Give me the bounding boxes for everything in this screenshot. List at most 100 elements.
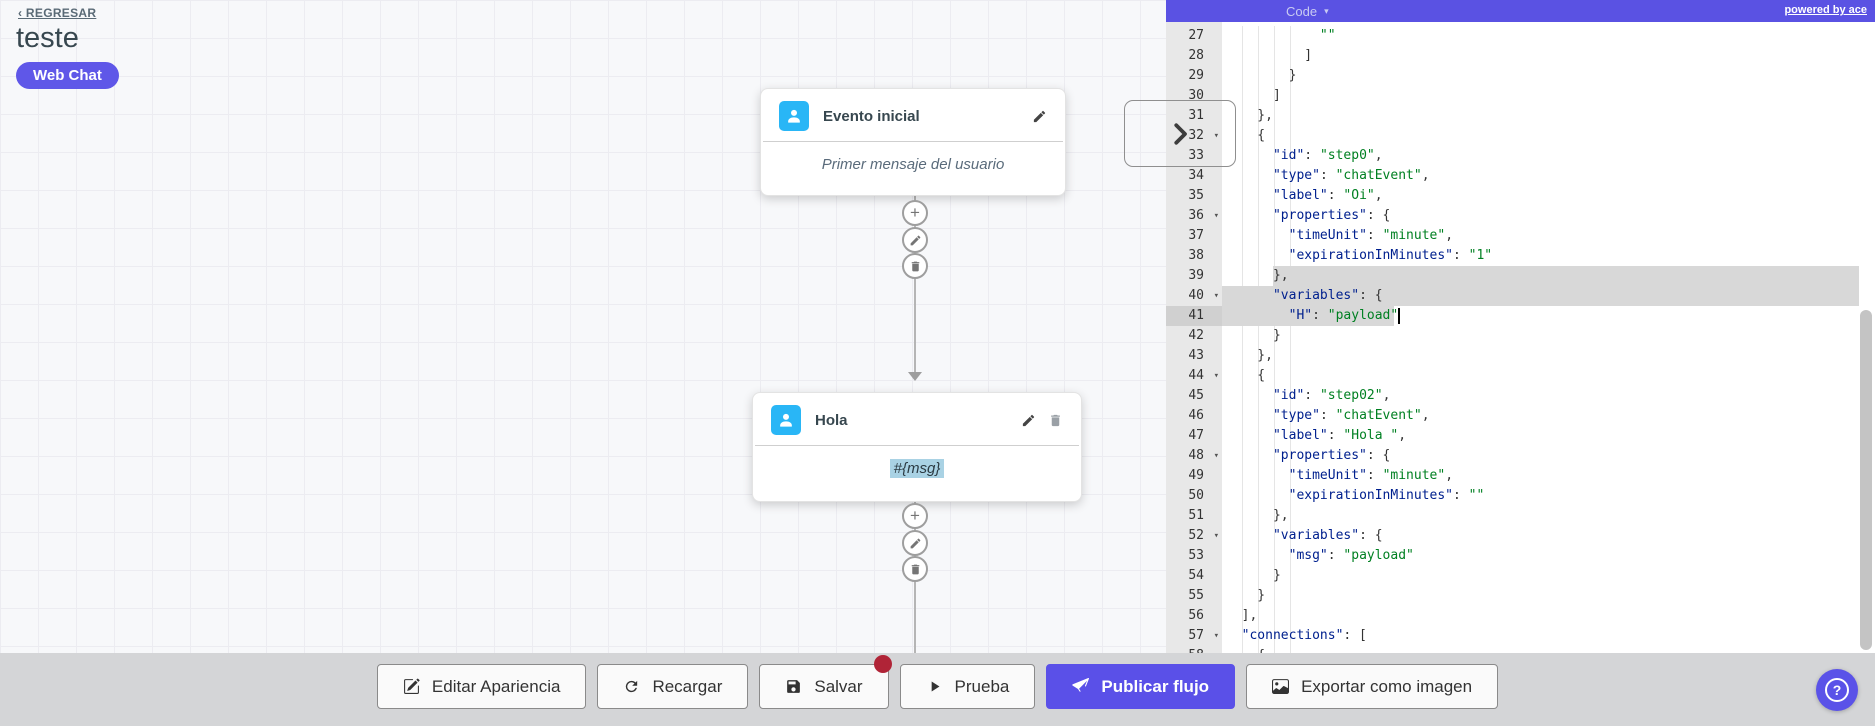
code-line-53[interactable]: 53 "msg": "payload"	[1166, 546, 1875, 566]
code-line-41[interactable]: 41 "H": "payload"	[1166, 306, 1875, 326]
publish-flow-button[interactable]: Publicar flujo	[1046, 664, 1236, 709]
code-line-50[interactable]: 50 "expirationInMinutes": ""	[1166, 486, 1875, 506]
code-line-51[interactable]: 51 },	[1166, 506, 1875, 526]
powered-by-ace-link[interactable]: powered by ace	[1784, 4, 1867, 16]
code-line-30[interactable]: 30 ]	[1166, 86, 1875, 106]
gutter-line-51: 51	[1188, 508, 1204, 523]
pencil-icon	[910, 235, 920, 245]
gutter-line-39: 39	[1188, 268, 1204, 283]
connector-arrow-icon	[908, 372, 922, 381]
code-line-32[interactable]: 32▾ {	[1166, 126, 1875, 146]
code-line-52[interactable]: 52▾ "variables": {	[1166, 526, 1875, 546]
edit-node-icon[interactable]	[1032, 109, 1047, 124]
edit-connection-button[interactable]	[902, 227, 928, 253]
code-line-33[interactable]: 33 "id": "step0",	[1166, 146, 1875, 166]
code-line-34[interactable]: 34 "type": "chatEvent",	[1166, 166, 1875, 186]
node-body-text: #{msg}	[753, 446, 1081, 491]
caret-down-icon: ▾	[1324, 5, 1329, 16]
edit-node-icon[interactable]	[1021, 413, 1036, 428]
test-button[interactable]: Prueba	[899, 664, 1036, 709]
add-step-button[interactable]: +	[902, 503, 928, 529]
help-button[interactable]: ?	[1816, 669, 1858, 711]
code-line-46[interactable]: 46 "type": "chatEvent",	[1166, 406, 1875, 426]
chevron-right-icon	[1174, 122, 1187, 145]
gutter-line-55: 55	[1188, 588, 1204, 603]
button-label: Salvar	[814, 676, 863, 696]
unsaved-changes-badge	[873, 655, 892, 673]
code-line-31[interactable]: 31 },	[1166, 106, 1875, 126]
editor-content[interactable]: 27 ""28 ]29 }30 ]31 },32▾ {33 "id": "ste…	[1166, 26, 1875, 666]
gutter-line-38: 38	[1188, 248, 1204, 263]
code-line-48[interactable]: 48▾ "properties": {	[1166, 446, 1875, 466]
reload-button[interactable]: Recargar	[597, 664, 749, 709]
gutter-line-37: 37	[1188, 228, 1204, 243]
gutter-line-41: 41	[1166, 306, 1222, 326]
gutter-line-34: 34	[1188, 168, 1204, 183]
person-icon	[771, 405, 801, 435]
channel-badge: Web Chat	[16, 62, 119, 89]
person-icon	[779, 101, 809, 131]
collapse-panel-button[interactable]	[1124, 100, 1236, 167]
pencil-icon	[910, 538, 920, 548]
code-line-35[interactable]: 35 "label": "Oi",	[1166, 186, 1875, 206]
save-button[interactable]: Salvar	[759, 655, 892, 709]
code-line-36[interactable]: 36▾ "properties": {	[1166, 206, 1875, 226]
fold-toggle-icon[interactable]: ▾	[1213, 451, 1219, 461]
code-line-44[interactable]: 44▾ {	[1166, 366, 1875, 386]
play-icon	[926, 678, 943, 695]
node-title: Hola	[815, 411, 848, 429]
flow-title: teste	[16, 22, 79, 54]
button-label: Exportar como imagen	[1301, 676, 1473, 696]
delete-connection-button[interactable]	[902, 556, 928, 582]
flow-node-hola[interactable]: Hola #{msg}	[752, 392, 1082, 502]
fold-toggle-icon[interactable]: ▾	[1213, 631, 1219, 641]
code-mode-dropdown[interactable]: Code ▾	[1286, 0, 1329, 22]
export-image-button[interactable]: Exportar como imagen	[1246, 664, 1499, 709]
refresh-icon	[623, 678, 640, 695]
code-line-55[interactable]: 55 }	[1166, 586, 1875, 606]
message-variable: #{msg}	[889, 459, 945, 478]
editor-scrollbar[interactable]	[1860, 310, 1872, 650]
fold-toggle-icon[interactable]: ▾	[1213, 371, 1219, 381]
edit-connection-button[interactable]	[902, 530, 928, 556]
delete-connection-button[interactable]	[902, 253, 928, 279]
code-line-43[interactable]: 43 },	[1166, 346, 1875, 366]
flow-node-evento-inicial[interactable]: Evento inicial Primer mensaje del usuari…	[760, 88, 1066, 196]
gutter-line-42: 42	[1188, 328, 1204, 343]
code-line-54[interactable]: 54 }	[1166, 566, 1875, 586]
fold-toggle-icon[interactable]: ▾	[1213, 131, 1219, 141]
code-editor-panel[interactable]: Code ▾ powered by ace 27 ""28 ]29 }30 ]3…	[1166, 0, 1875, 666]
button-label: Recargar	[652, 676, 723, 696]
gutter-line-35: 35	[1188, 188, 1204, 203]
delete-node-icon[interactable]	[1048, 413, 1063, 428]
node-body-text: Primer mensaje del usuario	[821, 156, 1005, 173]
code-panel-header: Code ▾ powered by ace	[1166, 0, 1875, 22]
fold-toggle-icon[interactable]: ▾	[1213, 211, 1219, 221]
code-line-37[interactable]: 37 "timeUnit": "minute",	[1166, 226, 1875, 246]
image-icon	[1272, 678, 1290, 695]
edit-appearance-button[interactable]: Editar Apariencia	[376, 664, 587, 709]
code-line-28[interactable]: 28 ]	[1166, 46, 1875, 66]
code-line-27[interactable]: 27 ""	[1166, 26, 1875, 46]
code-line-57[interactable]: 57▾ "connections": [	[1166, 626, 1875, 646]
code-line-47[interactable]: 47 "label": "Hola ",	[1166, 426, 1875, 446]
text-cursor	[1398, 308, 1401, 324]
back-link[interactable]: ‹ REGRESAR	[18, 6, 97, 20]
code-line-38[interactable]: 38 "expirationInMinutes": "1"	[1166, 246, 1875, 266]
gutter-line-50: 50	[1188, 488, 1204, 503]
fold-toggle-icon[interactable]: ▾	[1213, 531, 1219, 541]
text-selection	[1222, 306, 1395, 326]
code-line-45[interactable]: 45 "id": "step02",	[1166, 386, 1875, 406]
code-line-56[interactable]: 56 ],	[1166, 606, 1875, 626]
code-line-49[interactable]: 49 "timeUnit": "minute",	[1166, 466, 1875, 486]
code-line-29[interactable]: 29 }	[1166, 66, 1875, 86]
gutter-line-43: 43	[1188, 348, 1204, 363]
add-step-button[interactable]: +	[902, 200, 928, 226]
fold-toggle-icon[interactable]: ▾	[1213, 291, 1219, 301]
code-line-40[interactable]: 40▾ "variables": {	[1166, 286, 1875, 306]
code-line-39[interactable]: 39 },	[1166, 266, 1875, 286]
gutter-line-45: 45	[1188, 388, 1204, 403]
code-line-42[interactable]: 42 }	[1166, 326, 1875, 346]
gutter-line-53: 53	[1188, 548, 1204, 563]
